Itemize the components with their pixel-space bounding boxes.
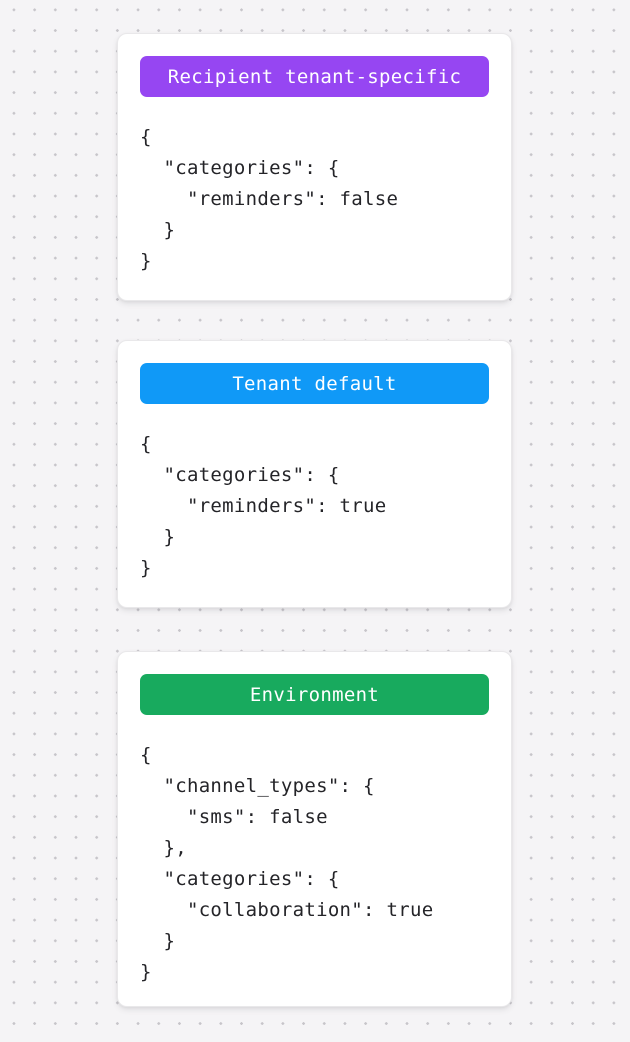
json-code-tenant-default: { "categories": { "reminders": true } } (140, 433, 387, 579)
json-code-recipient-tenant-specific: { "categories": { "reminders": false } } (140, 126, 399, 272)
badge-recipient-tenant-specific: Recipient tenant-specific (140, 56, 489, 97)
card-tenant-default: Tenant default { "categories": { "remind… (117, 340, 512, 608)
card-recipient-tenant-specific: Recipient tenant-specific { "categories"… (117, 33, 512, 301)
badge-environment: Environment (140, 674, 489, 715)
badge-tenant-default: Tenant default (140, 363, 489, 404)
json-code-environment: { "channel_types": { "sms": false }, "ca… (140, 744, 434, 983)
card-environment: Environment { "channel_types": { "sms": … (117, 651, 512, 1007)
